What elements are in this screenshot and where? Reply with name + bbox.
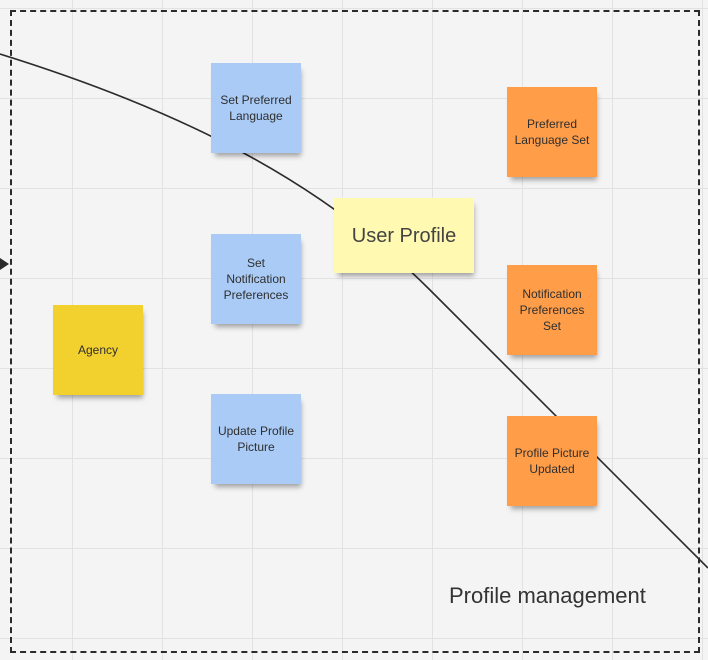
- sticky-label: Update Profile Picture: [217, 424, 295, 454]
- sticky-command-update-profile-picture[interactable]: Update Profile Picture: [211, 394, 301, 484]
- sticky-label: Set Notification Preferences: [223, 256, 289, 302]
- sticky-command-set-preferred-language[interactable]: Set Preferred Language: [211, 63, 301, 153]
- sticky-label: Notification Preferences Set: [519, 287, 585, 333]
- frame-title: Profile management: [449, 583, 646, 608]
- sticky-aggregate-user-profile[interactable]: User Profile: [334, 198, 474, 273]
- sticky-event-preferred-language-set[interactable]: Preferred Language Set: [507, 87, 597, 177]
- frame-profile-management[interactable]: [10, 10, 700, 653]
- sticky-label: Set Preferred Language: [220, 93, 292, 123]
- sticky-command-set-notification-preferences[interactable]: Set Notification Preferences: [211, 234, 301, 324]
- sticky-event-notification-preferences-set[interactable]: Notification Preferences Set: [507, 265, 597, 355]
- sticky-label: Profile Picture Updated: [514, 446, 590, 476]
- sticky-actor-agency[interactable]: Agency: [53, 305, 143, 395]
- sticky-label: Preferred Language Set: [514, 117, 590, 147]
- arrow-head-icon: [0, 258, 9, 270]
- sticky-label: User Profile: [351, 224, 457, 247]
- sticky-event-profile-picture-updated[interactable]: Profile Picture Updated: [507, 416, 597, 506]
- sticky-label: Agency: [77, 343, 119, 357]
